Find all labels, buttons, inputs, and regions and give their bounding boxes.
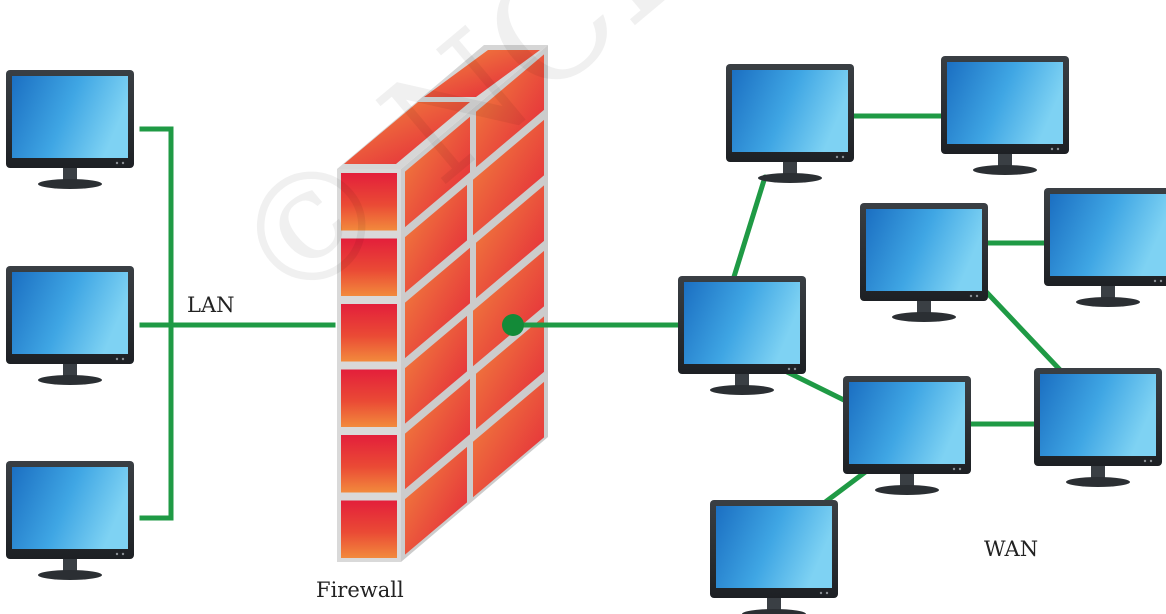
side-brick bbox=[405, 315, 467, 424]
wan-computer-top bbox=[726, 64, 854, 183]
wan-computer-middle bbox=[860, 203, 988, 322]
monitor-base bbox=[38, 375, 102, 385]
monitor-neck bbox=[1091, 466, 1105, 478]
brick bbox=[341, 238, 397, 296]
wan-label: WAN bbox=[984, 537, 1039, 561]
firewall-wall bbox=[337, 45, 548, 562]
side-brick bbox=[405, 116, 470, 228]
side-brick bbox=[473, 250, 544, 367]
monitor-screen bbox=[732, 70, 848, 152]
wan-computer-bottom bbox=[710, 500, 838, 614]
monitor-screen bbox=[1040, 374, 1156, 456]
monitor-screen bbox=[1050, 194, 1166, 276]
monitor-neck bbox=[1101, 286, 1115, 298]
lan-computer-middle bbox=[6, 266, 134, 385]
firewall-front-face bbox=[337, 169, 401, 562]
top-brick bbox=[424, 50, 540, 97]
side-brick bbox=[476, 54, 544, 168]
side-brick bbox=[405, 446, 467, 555]
side-brick bbox=[476, 316, 544, 430]
monitor-base bbox=[1076, 297, 1140, 307]
monitor-screen bbox=[12, 76, 128, 158]
monitor-screen bbox=[684, 282, 800, 364]
brick bbox=[341, 173, 397, 231]
monitor-base bbox=[710, 385, 774, 395]
side-brick bbox=[473, 381, 544, 498]
monitor-base bbox=[38, 570, 102, 580]
monitor-neck bbox=[783, 162, 797, 174]
wan-computer-middle-right bbox=[1044, 188, 1166, 307]
monitor-screen bbox=[12, 272, 128, 354]
wan-computer-top-right bbox=[941, 56, 1069, 175]
brick bbox=[341, 369, 397, 427]
brick bbox=[341, 304, 397, 362]
monitor-neck bbox=[767, 598, 781, 610]
firewall-front-bricks bbox=[341, 173, 397, 558]
monitor-neck bbox=[998, 154, 1012, 166]
lan-computer-bottom bbox=[6, 461, 134, 580]
side-brick bbox=[476, 185, 544, 299]
firewall-junction-dot bbox=[502, 314, 524, 336]
monitor-base bbox=[742, 609, 806, 614]
side-brick bbox=[405, 184, 467, 293]
monitor-neck bbox=[63, 168, 77, 180]
monitor-screen bbox=[849, 382, 965, 464]
monitor-neck bbox=[900, 474, 914, 486]
monitor-base bbox=[875, 485, 939, 495]
monitor-neck bbox=[63, 364, 77, 376]
monitor-neck bbox=[63, 559, 77, 571]
lan-label: LAN bbox=[187, 293, 235, 317]
firewall-label: Firewall bbox=[316, 578, 404, 602]
monitor-base bbox=[38, 179, 102, 189]
monitor-base bbox=[758, 173, 822, 183]
side-brick bbox=[473, 119, 544, 236]
wan-computer-right bbox=[1034, 368, 1162, 487]
lan-connections bbox=[139, 126, 336, 521]
monitor-base bbox=[1066, 477, 1130, 487]
monitor-screen bbox=[947, 62, 1063, 144]
top-brick bbox=[344, 102, 470, 164]
monitor-screen bbox=[866, 209, 982, 291]
firewall-side-bricks bbox=[405, 54, 544, 555]
router-to-pc-top-line bbox=[730, 174, 768, 283]
monitor-neck bbox=[917, 301, 931, 313]
side-brick bbox=[405, 378, 470, 490]
side-brick bbox=[405, 247, 470, 359]
monitor-screen bbox=[716, 506, 832, 588]
computers bbox=[6, 56, 1166, 614]
brick bbox=[341, 435, 397, 493]
lan-computer-top bbox=[6, 70, 134, 189]
monitor-base bbox=[973, 165, 1037, 175]
monitor-screen bbox=[12, 467, 128, 549]
brick bbox=[341, 500, 397, 558]
wan-computer-center bbox=[843, 376, 971, 495]
monitor-base bbox=[892, 312, 956, 322]
monitor-neck bbox=[735, 374, 749, 386]
wan-router-computer bbox=[678, 276, 806, 395]
